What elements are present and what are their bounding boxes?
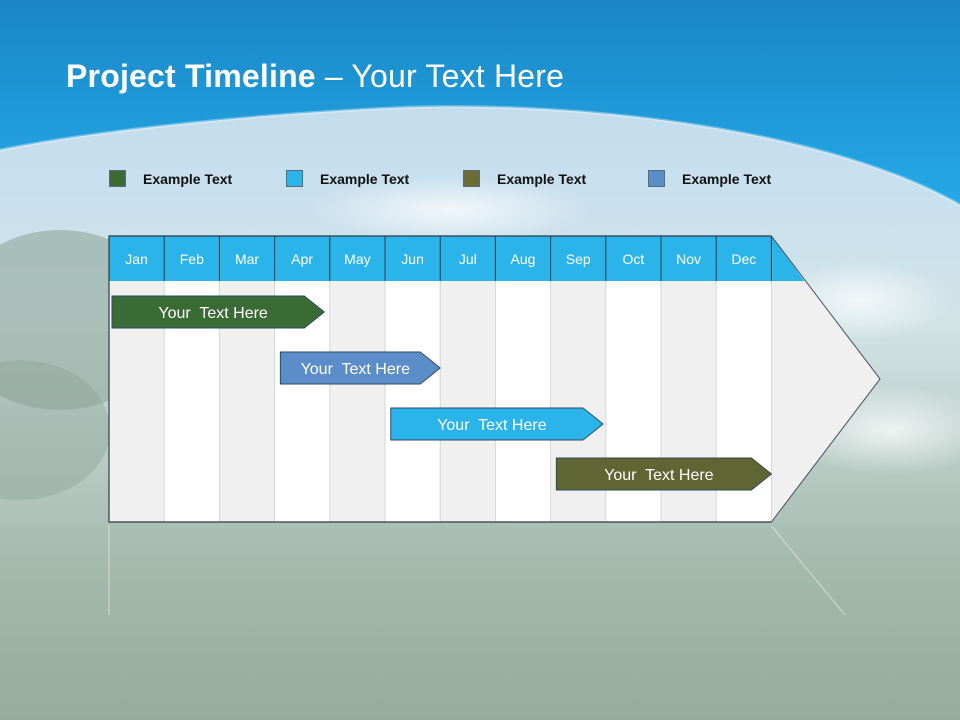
legend: Example Text Example Text Example Text E…: [0, 170, 960, 194]
month-column: [495, 281, 551, 522]
task-bar: [390, 407, 604, 441]
title-sub: – Your Text Here: [315, 58, 565, 94]
legend-item: Example Text: [286, 170, 409, 187]
month-label: Oct: [623, 251, 645, 267]
month-label: Apr: [291, 251, 313, 267]
task-bar-label: Your Text Here: [301, 361, 411, 378]
task-bar-label: Your Text Here: [437, 417, 547, 434]
legend-item: Example Text: [109, 170, 232, 187]
task-bar: [279, 351, 442, 385]
legend-item: Example Text: [648, 170, 771, 187]
month-header-bar: [109, 236, 805, 281]
legend-swatch: [648, 170, 665, 187]
month-label: Mar: [235, 251, 259, 267]
legend-swatch: [109, 170, 126, 187]
task-bar: [555, 457, 773, 491]
page-title: Project Timeline – Your Text Here: [66, 58, 564, 95]
header-band: [0, 0, 960, 205]
reflection-edge: [770, 525, 846, 616]
timeline-arrow-head: [771, 281, 880, 522]
month-label: Feb: [180, 251, 204, 267]
legend-item: Example Text: [463, 170, 586, 187]
chart-reflection: [108, 525, 846, 616]
month-column: [440, 281, 496, 522]
legend-swatch: [286, 170, 303, 187]
month-label: Jun: [401, 251, 424, 267]
legend-label: Example Text: [497, 170, 587, 187]
title-main: Project Timeline: [66, 58, 316, 94]
month-label: Jul: [459, 251, 477, 267]
timeline-outline: [108, 235, 772, 523]
legend-label: Example Text: [682, 170, 772, 187]
tree-shape: [0, 360, 110, 500]
cloud-shape: [310, 175, 590, 245]
month-label: Aug: [511, 251, 536, 267]
task-bar: [111, 295, 326, 329]
legend-label: Example Text: [143, 170, 233, 187]
month-label: Dec: [731, 251, 756, 267]
month-label: May: [344, 251, 370, 267]
month-label: Sep: [566, 251, 591, 267]
legend-swatch: [463, 170, 480, 187]
month-column: [329, 281, 385, 522]
month-column: [385, 281, 441, 522]
month-label: Jan: [125, 251, 148, 267]
header-curve: [0, 105, 960, 207]
arrow-head-outline: [771, 235, 881, 523]
task-bar-label: Your Text Here: [158, 305, 268, 322]
task-bar-label: Your Text Here: [604, 467, 714, 484]
month-label: Nov: [676, 251, 701, 267]
legend-label: Example Text: [320, 170, 410, 187]
